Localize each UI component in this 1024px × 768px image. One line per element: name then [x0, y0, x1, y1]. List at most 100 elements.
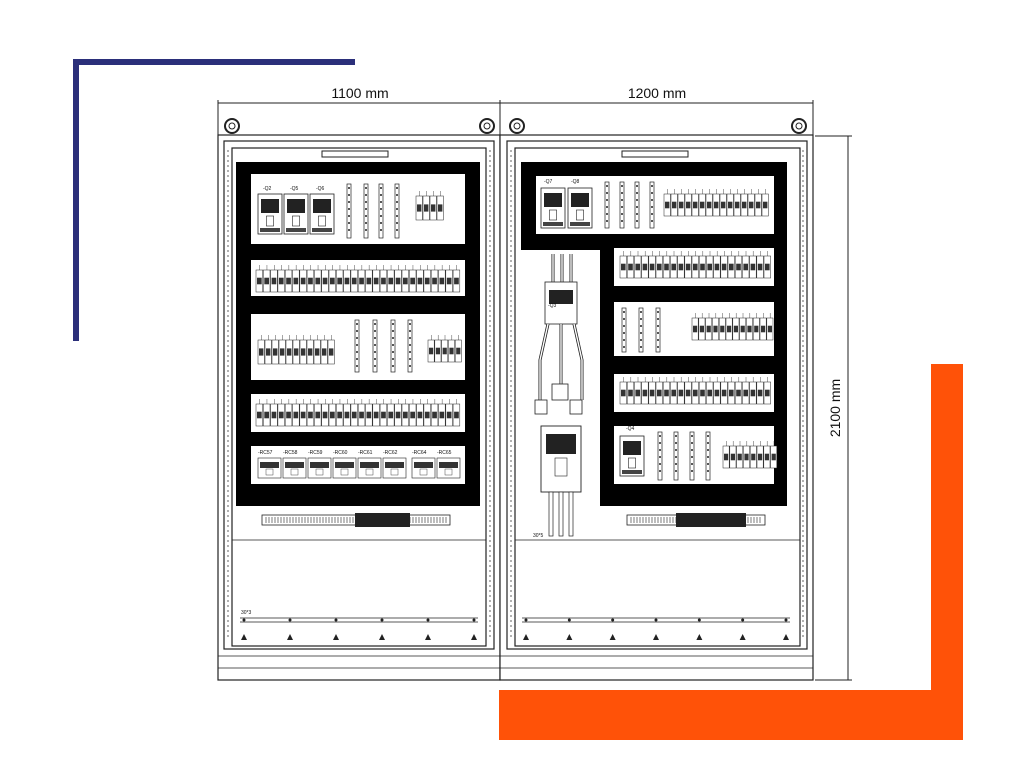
mcb-toggle [700, 389, 705, 397]
mcb-toggle [628, 389, 633, 397]
rail-bolt [242, 618, 246, 622]
terminal-screw [409, 337, 411, 339]
mcb-toggle [693, 389, 698, 397]
mcb-toggle [765, 263, 770, 271]
terminal-screw [636, 213, 638, 215]
mcb-toggle [395, 411, 401, 419]
terminal-screw [640, 325, 642, 327]
mcb-toggle [736, 389, 741, 397]
terminal-screw [396, 194, 398, 196]
terminal-screw [621, 213, 623, 215]
terminal-screw [623, 339, 625, 341]
terminal-screw [409, 330, 411, 332]
gland [241, 634, 247, 640]
mcb-toggle [337, 411, 342, 419]
mcb-toggle [293, 411, 299, 419]
mcb-toggle [432, 277, 437, 285]
terminal-screw [640, 346, 642, 348]
mcb-toggle [721, 263, 727, 271]
terminal-screw [657, 325, 659, 327]
mcb-toggle [424, 411, 430, 419]
mcb-toggle [757, 263, 763, 271]
mcb-toggle [706, 325, 711, 333]
terminal-screw [392, 358, 394, 360]
mcb-toggle [417, 204, 422, 212]
mcb-toggle [351, 411, 357, 419]
mcb-toggle [294, 348, 299, 356]
mcb-toggle [754, 325, 759, 333]
rail-bolt [784, 618, 788, 622]
gland [653, 634, 659, 640]
mcb-toggle [322, 348, 327, 356]
mcb-toggle [699, 325, 704, 333]
lower-breaker-label: -Q4 [626, 426, 635, 432]
terminal-screw [396, 201, 398, 203]
mcb-toggle [685, 389, 691, 397]
rcd-face [439, 462, 458, 468]
top-handles [321, 150, 689, 158]
mcb-toggle [685, 263, 691, 271]
terminal-screw [707, 463, 709, 465]
terminal-screw [659, 470, 661, 472]
terminal-screw [392, 337, 394, 339]
mcb-toggle [300, 277, 306, 285]
rcd-label: -RC57 [258, 450, 273, 456]
mcb-toggle [664, 389, 669, 397]
breaker-face [571, 193, 589, 207]
mcb-toggle [649, 389, 655, 397]
terminal-screw [657, 332, 659, 334]
terminal-screw [409, 358, 411, 360]
mcb-toggle [743, 389, 748, 397]
mcb-toggle [417, 411, 423, 419]
main-breaker-face [546, 434, 576, 454]
right-width-label: 1200 mm [628, 85, 686, 101]
mcb-toggle [403, 411, 408, 419]
terminal-screw [651, 185, 653, 187]
terminal-screw [396, 222, 398, 224]
mcb-toggle [300, 411, 306, 419]
terminal-screw [657, 311, 659, 313]
terminal-screw [392, 330, 394, 332]
terminal-screw [606, 213, 608, 215]
mcb-toggle [714, 263, 720, 271]
terminal-bar [634, 181, 640, 229]
rcd-row-labels: -RC57 -RC58 -RC59 -RC60 -RC61 -RC62 -RC6… [258, 450, 452, 456]
terminal-screw [623, 332, 625, 334]
rcd-button [419, 468, 428, 476]
mcb-toggle [388, 411, 394, 419]
mcb-toggle [733, 325, 738, 333]
terminal-screw [374, 323, 376, 325]
mcb-toggle [635, 389, 640, 397]
outgoing-bar [548, 491, 554, 537]
mcb-toggle [446, 277, 452, 285]
mcb-toggle [257, 411, 262, 419]
rail-bolt [741, 618, 745, 622]
breaker-face [313, 199, 331, 213]
terminal-screw [409, 365, 411, 367]
mcb-toggle [671, 263, 676, 271]
main-switch-face [549, 290, 573, 304]
terminal-bar [655, 307, 661, 353]
mcb-toggle [330, 411, 335, 419]
terminal-screw [606, 220, 608, 222]
breaker-terminals [312, 228, 332, 232]
mcb-toggle [266, 348, 271, 356]
mcb-toggle [664, 263, 669, 271]
mcb-toggle [442, 347, 447, 355]
mcb-toggle [344, 277, 350, 285]
rail-bolt [472, 618, 476, 622]
mcb-toggle [366, 277, 372, 285]
mcb-toggle [381, 411, 386, 419]
mcb-toggle [329, 348, 334, 356]
mcb-toggle [344, 411, 350, 419]
mcb-toggle [410, 277, 415, 285]
mcb-toggle [315, 277, 321, 285]
mcb-toggle [429, 347, 434, 355]
busbar-clamp [569, 399, 583, 415]
terminal-screw [396, 187, 398, 189]
terminal-screw [365, 194, 367, 196]
mcb-toggle [432, 411, 437, 419]
terminal-screw [636, 206, 638, 208]
terminal-screw [365, 208, 367, 210]
terminal-screw [392, 365, 394, 367]
